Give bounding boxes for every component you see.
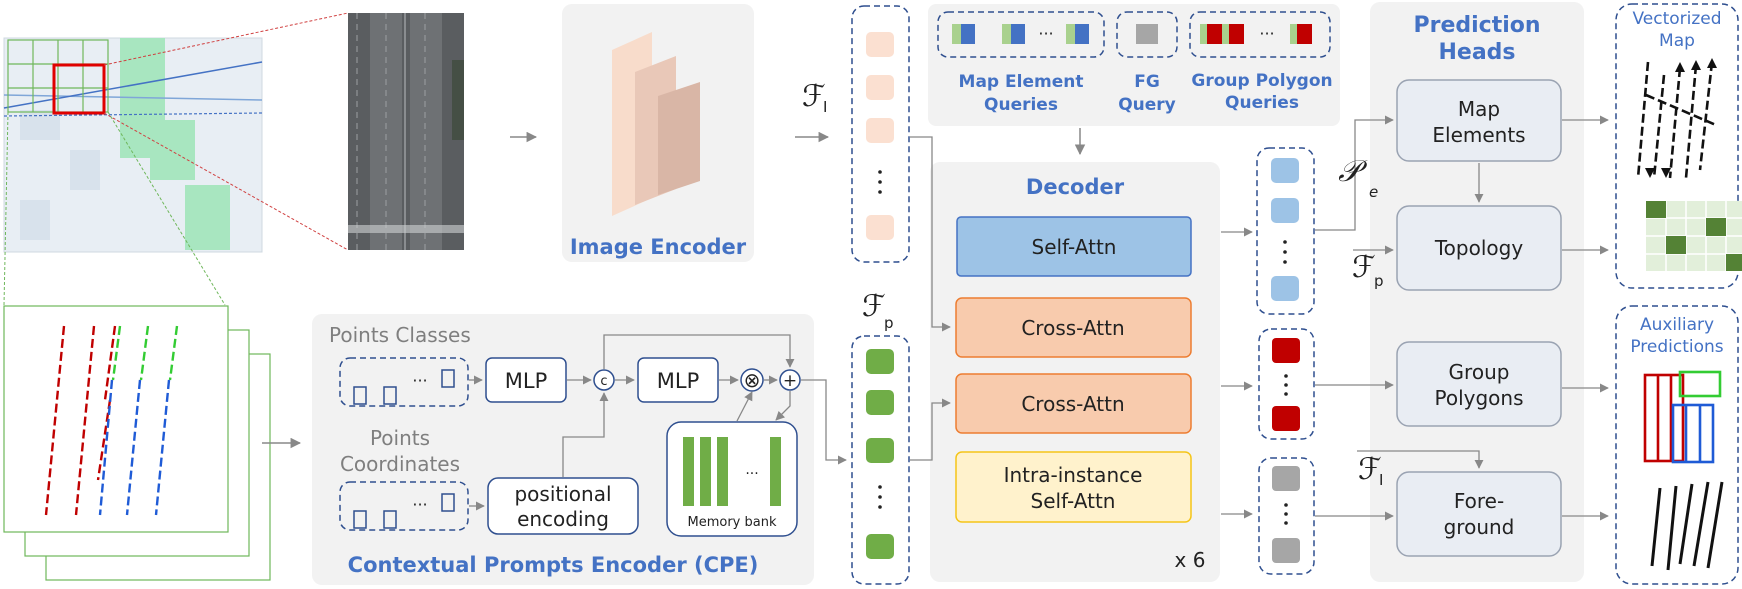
topology-head [1396, 205, 1562, 291]
svg-text:Vectorized: Vectorized [1632, 9, 1721, 29]
memory-bank [666, 421, 798, 537]
group-polygon-queries-box [1189, 11, 1331, 58]
svg-text:Queries: Queries [984, 95, 1058, 115]
feature-pe-subscript: e [1369, 183, 1378, 201]
intra-instance-self-attn-block [955, 451, 1192, 523]
fg-query-token [1136, 24, 1158, 44]
svg-text:Map: Map [1659, 31, 1695, 51]
svg-text:ground: ground [1444, 515, 1515, 539]
svg-text:+: + [783, 371, 797, 391]
cross-attn-block-1 [955, 297, 1192, 358]
points-coordinates-label: Points [370, 426, 430, 450]
svg-text:···: ··· [412, 495, 427, 514]
feature-fi-label: ℱ [802, 79, 826, 114]
mlp-block-2 [637, 357, 719, 403]
group-polygon-query-tokens [1200, 24, 1312, 44]
multiply-node [740, 368, 764, 392]
svg-text:Group: Group [1449, 360, 1510, 384]
svg-text:Query: Query [1118, 95, 1176, 115]
svg-text:Fore-: Fore- [1454, 489, 1504, 513]
svg-text:Intra-instance: Intra-instance [1004, 463, 1143, 487]
foreground-output-tokens [1272, 466, 1300, 563]
foreground-head [1396, 471, 1562, 557]
decoder-title: Decoder [1026, 175, 1125, 199]
svg-text:c: c [600, 374, 607, 389]
svg-text:positional: positional [514, 482, 611, 506]
group-polygon-queries-label: Group Polygon [1191, 71, 1332, 91]
encoder-layers-icon [612, 32, 700, 216]
feature-fi-subscript: I [823, 98, 827, 116]
svg-text:···: ··· [1259, 24, 1274, 43]
add-node [779, 369, 801, 391]
svg-text:Self-Attn: Self-Attn [1031, 489, 1116, 513]
svg-text:Coordinates: Coordinates [340, 452, 460, 476]
prediction-heads-title: Prediction [1413, 13, 1540, 38]
prompt-feature-tokens [866, 349, 894, 559]
feature-fp-subscript: p [884, 314, 894, 332]
fg-query-box [1116, 11, 1178, 58]
points-classes-label: Points Classes [329, 323, 471, 347]
map-element-query-tokens [952, 24, 1089, 44]
svg-text:···: ··· [412, 371, 427, 390]
svg-text:MLP: MLP [657, 369, 699, 393]
cpe-title: Contextual Prompts Encoder (CPE) [348, 553, 759, 577]
group-polygon-predictions [1643, 370, 1722, 464]
points-classes-input [339, 357, 469, 407]
map-element-output-column [1256, 147, 1315, 315]
topology-matrix [1646, 201, 1742, 271]
svg-text:Polygons: Polygons [1434, 386, 1523, 410]
memory-bank-slots [683, 437, 781, 506]
vectorized-lane-lines [1636, 61, 1717, 179]
svg-text:Self-Attn: Self-Attn [1032, 235, 1117, 259]
svg-text:Auxiliary: Auxiliary [1640, 315, 1714, 335]
svg-text:encoding: encoding [517, 507, 609, 531]
svg-text:I: I [1379, 471, 1383, 489]
svg-text:Queries: Queries [1225, 93, 1299, 113]
map-elements-head [1396, 79, 1562, 162]
contextual-prompt-images [3, 305, 271, 581]
mlp-block-1 [485, 357, 567, 403]
feature-fi-label-heads: ℱ [1358, 452, 1382, 487]
concat-node [593, 369, 615, 391]
self-attn-block [956, 216, 1192, 277]
positional-encoding-block [487, 477, 639, 535]
svg-text:Predictions: Predictions [1630, 337, 1723, 357]
feature-fp-label-heads: ℱ [1352, 250, 1376, 285]
foreground-predictions [1650, 481, 1724, 571]
svg-text:···: ··· [745, 466, 758, 482]
svg-text:Topology: Topology [1434, 236, 1523, 260]
decoder-repeat-label: x 6 [1175, 548, 1206, 572]
satellite-image [348, 13, 464, 250]
fg-query-label: FG [1134, 72, 1160, 92]
image-feature-tokens [866, 32, 894, 240]
svg-text:p: p [1374, 272, 1384, 290]
map-element-queries-box [937, 11, 1105, 58]
svg-text:···: ··· [1038, 24, 1053, 43]
points-coordinates-input [339, 481, 469, 531]
memory-bank-label: Memory bank [688, 515, 777, 530]
image-encoder-title: Image Encoder [570, 235, 747, 259]
feature-fp-label: ℱ [862, 289, 886, 324]
group-polygon-output-tokens [1272, 338, 1300, 431]
feature-pe-label: 𝒫 [1338, 154, 1368, 189]
svg-text:MLP: MLP [505, 369, 547, 393]
svg-text:Map: Map [1458, 97, 1500, 121]
svg-text:Cross-Attn: Cross-Attn [1021, 392, 1124, 416]
cross-attn-block-2 [955, 373, 1192, 434]
map-element-output-tokens [1271, 158, 1299, 301]
map-element-queries-label: Map Element [959, 72, 1084, 92]
svg-text:⊗: ⊗ [744, 368, 761, 392]
svg-text:Cross-Attn: Cross-Attn [1021, 316, 1124, 340]
svg-text:Elements: Elements [1432, 123, 1525, 147]
svg-text:Heads: Heads [1438, 40, 1515, 65]
sd-map-tile [3, 37, 263, 253]
group-polygons-head [1396, 341, 1562, 427]
